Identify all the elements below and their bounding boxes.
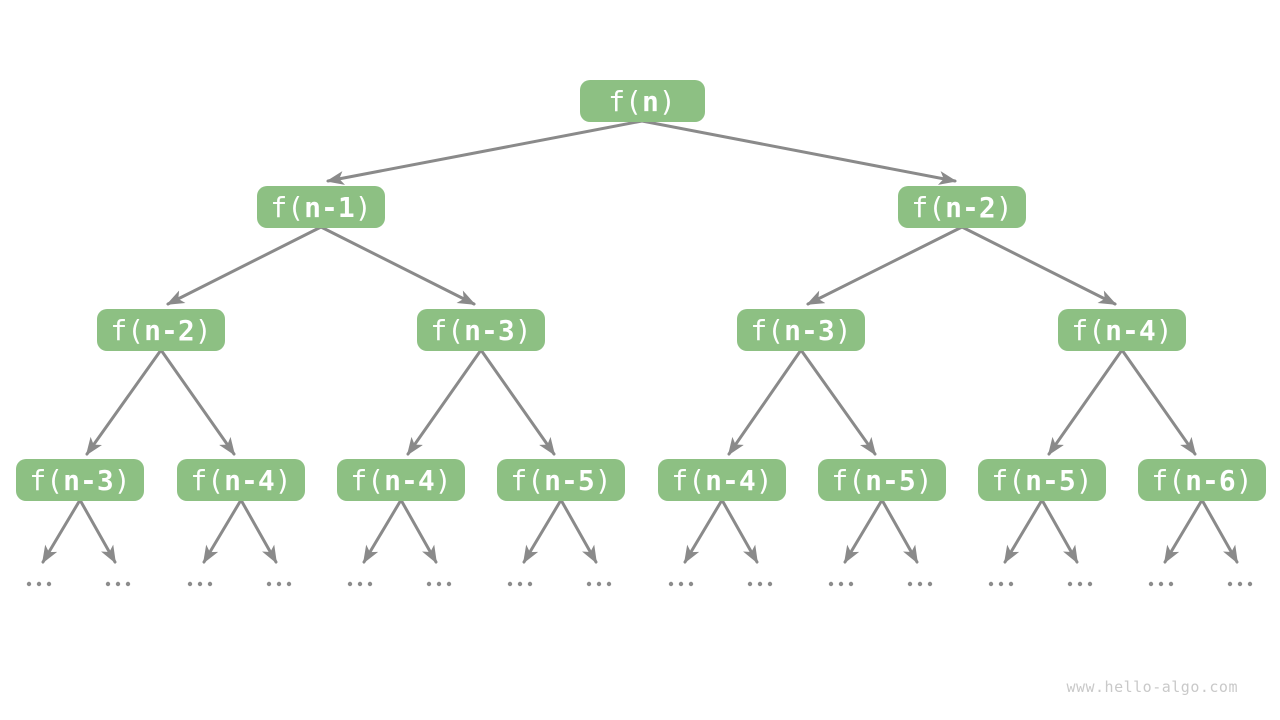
tree-node: f(n)	[579, 80, 705, 122]
tree-node: f(n-5)	[497, 459, 625, 501]
tree-node: f(n-3)	[737, 309, 865, 351]
tree-node: f(n-3)	[16, 459, 144, 501]
tree-node: f(n-3)	[417, 309, 545, 351]
tree-node: f(n-4)	[658, 459, 786, 501]
tree-node: f(n-5)	[978, 459, 1106, 501]
tree-node: f(n-5)	[818, 459, 946, 501]
tree-node: f(n-1)	[257, 186, 385, 228]
tree-node: f(n-6)	[1138, 459, 1266, 501]
tree-node: f(n-2)	[97, 309, 225, 351]
tree-node: f(n-4)	[177, 459, 305, 501]
tree-node: f(n-4)	[337, 459, 465, 501]
tree-node: f(n-4)	[1058, 309, 1186, 351]
tree-node: f(n-2)	[898, 186, 1026, 228]
watermark: www.hello-algo.com	[1066, 678, 1238, 696]
